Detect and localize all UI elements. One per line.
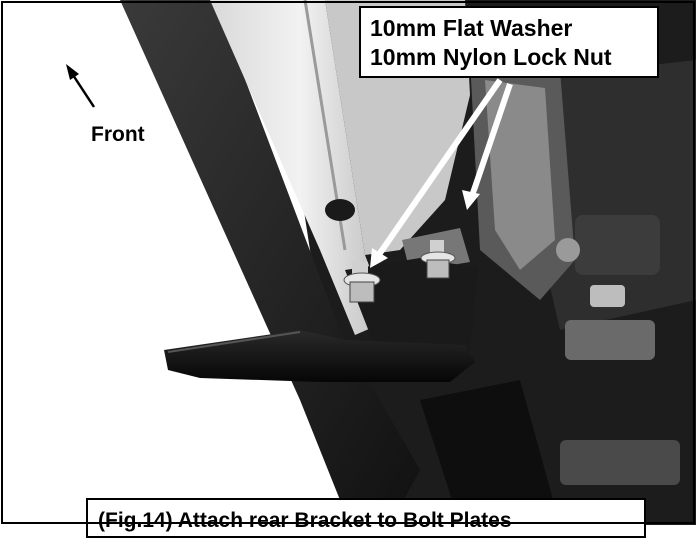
installation-photo bbox=[66, 0, 696, 525]
figure-caption-box: (Fig.14) Attach rear Bracket to Bolt Pla… bbox=[86, 498, 646, 538]
pointer-arrow-1-shaft bbox=[375, 78, 503, 258]
front-arrow-head bbox=[66, 64, 79, 80]
shock-bolt bbox=[556, 238, 580, 262]
bottom-part bbox=[560, 440, 680, 485]
nut-right bbox=[426, 259, 450, 279]
lower-part-light bbox=[590, 285, 625, 307]
nut-left bbox=[349, 281, 375, 303]
front-direction-label: Front bbox=[91, 123, 145, 146]
tire-edge bbox=[420, 380, 560, 525]
shock-part bbox=[575, 215, 660, 275]
pointer-arrow-1-head bbox=[370, 248, 388, 268]
pointer-arrow-2-shaft bbox=[469, 83, 513, 197]
body-panel-white bbox=[210, 0, 390, 335]
hardware-callout: 10mm Flat Washer 10mm Nylon Lock Nut bbox=[359, 6, 659, 78]
plug-hole bbox=[325, 199, 355, 221]
front-arrow-shaft bbox=[71, 74, 96, 108]
figure-caption: (Fig.14) Attach rear Bracket to Bolt Pla… bbox=[98, 509, 512, 532]
pointer-arrow-2-head bbox=[462, 190, 480, 210]
lower-part bbox=[565, 320, 655, 360]
rear-bracket-edge bbox=[167, 331, 301, 353]
callout-nut-label: 10mm Nylon Lock Nut bbox=[370, 44, 612, 70]
callout-washer-label: 10mm Flat Washer bbox=[370, 15, 573, 41]
rocker-panel-black bbox=[120, 0, 420, 525]
rear-bracket bbox=[164, 330, 475, 382]
frame-rail-highlight bbox=[485, 80, 555, 270]
